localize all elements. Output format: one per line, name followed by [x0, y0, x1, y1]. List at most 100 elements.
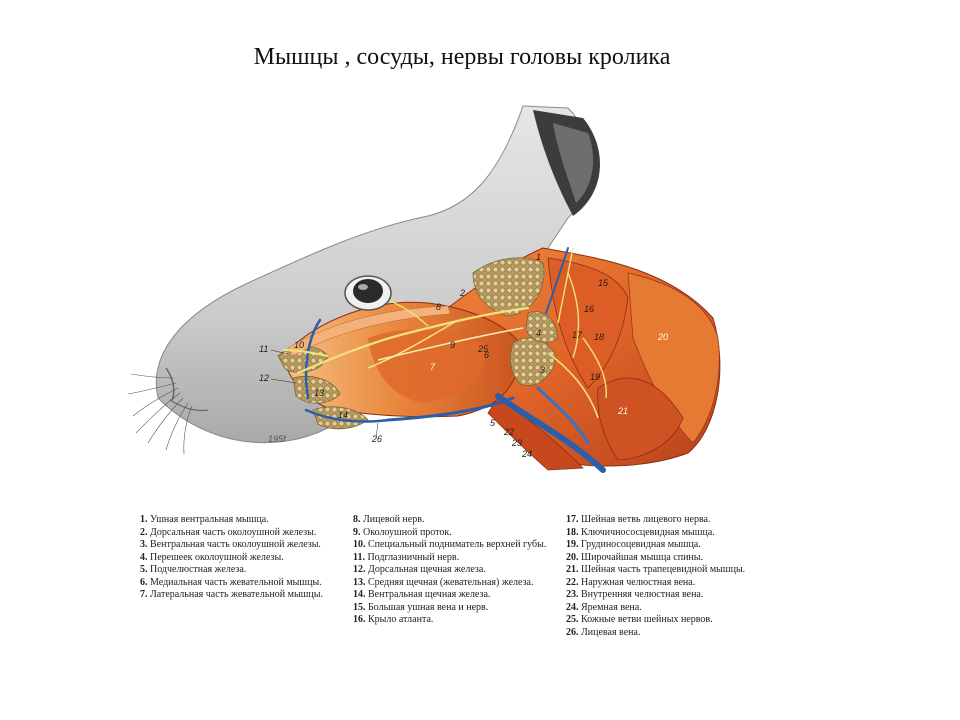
callout-19: 19: [590, 372, 600, 382]
legend-item: 6. Медиальная часть жевательной мышцы.: [140, 577, 350, 590]
parotid-gland-dorsal: [472, 257, 545, 317]
legend-item-text: Лицевой нерв.: [363, 514, 425, 525]
legend-column-2: 8. Лицевой нерв.9. Околоушной проток.10.…: [353, 514, 558, 627]
callout-12: 12: [259, 373, 269, 383]
legend-item-text: Вентральная щечная железа.: [368, 589, 491, 600]
legend-item-number: 2.: [140, 526, 148, 538]
callout-3: 3: [540, 365, 545, 375]
middle-buccal-gland: [292, 376, 341, 404]
legend-item: 15. Большая ушная вена и нерв.: [353, 602, 558, 615]
ear-inner-shade: [553, 123, 594, 203]
legend-item-number: 1.: [140, 514, 148, 525]
page-title: Мышцы , сосуды, нервы головы кролика: [253, 44, 671, 70]
legend-item-number: 9.: [353, 526, 361, 538]
legend-item-text: Околоушной проток.: [363, 526, 452, 538]
legend-item: 24. Яремная вена.: [566, 602, 776, 615]
legend-item-text: Ушная вентральная мышца.: [150, 514, 269, 525]
legend-item: 5. Подчелюстная железа.: [140, 564, 350, 577]
callout-14: 14: [338, 410, 348, 420]
legend-item: 13. Средняя щечная (жевательная) железа.: [353, 577, 558, 590]
legend-item: 18. Ключичнососцевидная мышца.: [566, 527, 776, 540]
legend-item: 26. Лицевая вена.: [566, 627, 776, 640]
legend-item-number: 8.: [353, 514, 361, 525]
legend-item-text: Большая ушная вена и нерв.: [368, 601, 489, 613]
callout-22: 22: [503, 427, 514, 437]
legend-item-number: 7.: [140, 589, 148, 600]
legend-item: 17. Шейная ветвь лицевого нерва.: [566, 514, 776, 527]
legend-item-number: 4.: [140, 551, 148, 563]
legend-item-text: Крыло атланта.: [368, 614, 434, 625]
callout-21: 21: [617, 406, 628, 416]
legend-item-number: 21.: [566, 564, 579, 575]
legend-item-text: Широчайшая мышца спины.: [581, 551, 703, 563]
cutaneous-cervical-nerves: [567, 272, 607, 399]
artist-signature: 195f: [268, 434, 287, 444]
facial-nerve: [296, 306, 530, 375]
callout-24: 24: [521, 449, 532, 459]
callout-18: 18: [594, 332, 604, 342]
callout-6: 6: [484, 350, 489, 360]
legend-item: 12. Дорсальная щечная железа.: [353, 564, 558, 577]
callout-20: 20: [657, 332, 668, 342]
callout-leaders: [270, 349, 379, 439]
legend-item-number: 24.: [566, 601, 579, 613]
legend-item-text: Подглазничный нерв.: [367, 551, 460, 563]
great-auricular-vein: [545, 247, 569, 314]
legend-item-text: Лицевая вена.: [581, 626, 641, 638]
whiskers: [128, 373, 193, 455]
legend-item-number: 5.: [140, 564, 148, 575]
trapezius-muscle: [597, 377, 684, 461]
infraorbital-nerve: [282, 349, 329, 357]
internal-maxillary-vein: [536, 386, 590, 445]
legend-item: 16. Крыло атланта.: [353, 614, 558, 627]
callout-26: 26: [371, 434, 382, 444]
legend-item-text: Специальный подниматель верхней губы.: [368, 539, 547, 550]
legend-item-number: 25.: [566, 614, 579, 625]
legend-item-text: Наружная челюстная вена.: [581, 576, 696, 588]
legend-item-number: 20.: [566, 551, 579, 563]
legend-item: 10. Специальный подниматель верхней губы…: [353, 539, 558, 552]
callout-9: 9: [450, 340, 455, 350]
legend-item-text: Медиальная часть жевательной мышцы.: [150, 576, 322, 588]
callout-17: 17: [572, 330, 583, 340]
eye-highlight: [358, 284, 368, 290]
legend-item: 19. Грудиносоцевидная мышца.: [566, 539, 776, 552]
legend-item: 7. Латеральная часть жевательной мышцы.: [140, 589, 350, 602]
cervical-branch-facial-nerve: [547, 352, 599, 419]
legend-item: 14. Вентральная щечная железа.: [353, 589, 558, 602]
external-maxillary-vein: [386, 396, 515, 422]
legend-column-1: 1. Ушная вентральная мышца.2. Дорсальная…: [140, 514, 350, 602]
jugular-vein: [495, 393, 606, 473]
legend-item: 4. Перешеек околоушной железы.: [140, 552, 350, 565]
callout-4: 4: [536, 328, 541, 338]
legend-item-number: 26.: [566, 626, 579, 638]
legend-item-number: 3.: [140, 539, 148, 550]
legend-item: 11. Подглазничный нерв.: [353, 552, 558, 565]
legend-item-number: 13.: [353, 576, 366, 588]
callout-16: 16: [584, 304, 594, 314]
legend-item-number: 11.: [353, 551, 365, 563]
parotid-duct: [377, 327, 524, 361]
legend-item-text: Яремная вена.: [581, 601, 642, 613]
legend-item-text: Средняя щечная (жевательная) железа.: [368, 576, 534, 588]
facial-vein-upper: [304, 318, 322, 400]
legend-item: 8. Лицевой нерв.: [353, 514, 558, 527]
mouth: [169, 399, 209, 412]
callout-23: 23: [511, 438, 522, 448]
rabbit-head-anatomy-illustration: 1 2 3 4 5 6 7 8 9 10 11 12 13 14 15 16 1…: [128, 105, 721, 473]
legend-item-text: Внутренняя челюстная вена.: [581, 589, 704, 600]
callout-11: 11: [259, 344, 268, 354]
callout-7: 7: [430, 362, 436, 372]
legend-item-number: 17.: [566, 514, 579, 525]
callout-25: 25: [477, 344, 489, 354]
masseter-lateral-part: [368, 329, 488, 403]
legend-column-3: 17. Шейная ветвь лицевого нерва.18. Ключ…: [566, 514, 776, 639]
legend-item: 21. Шейная часть трапецевидной мышцы.: [566, 564, 776, 577]
legend-item: 3. Вентральная часть околоушной железы.: [140, 539, 350, 552]
legend-item-text: Шейная часть трапецевидной мышцы.: [581, 564, 746, 575]
legend-item: 22. Наружная челюстная вена.: [566, 577, 776, 590]
ventral-buccal-gland: [312, 406, 369, 430]
sternomastoid-muscle: [547, 257, 629, 389]
legend-item-number: 19.: [566, 539, 579, 550]
callout-8: 8: [436, 302, 441, 312]
